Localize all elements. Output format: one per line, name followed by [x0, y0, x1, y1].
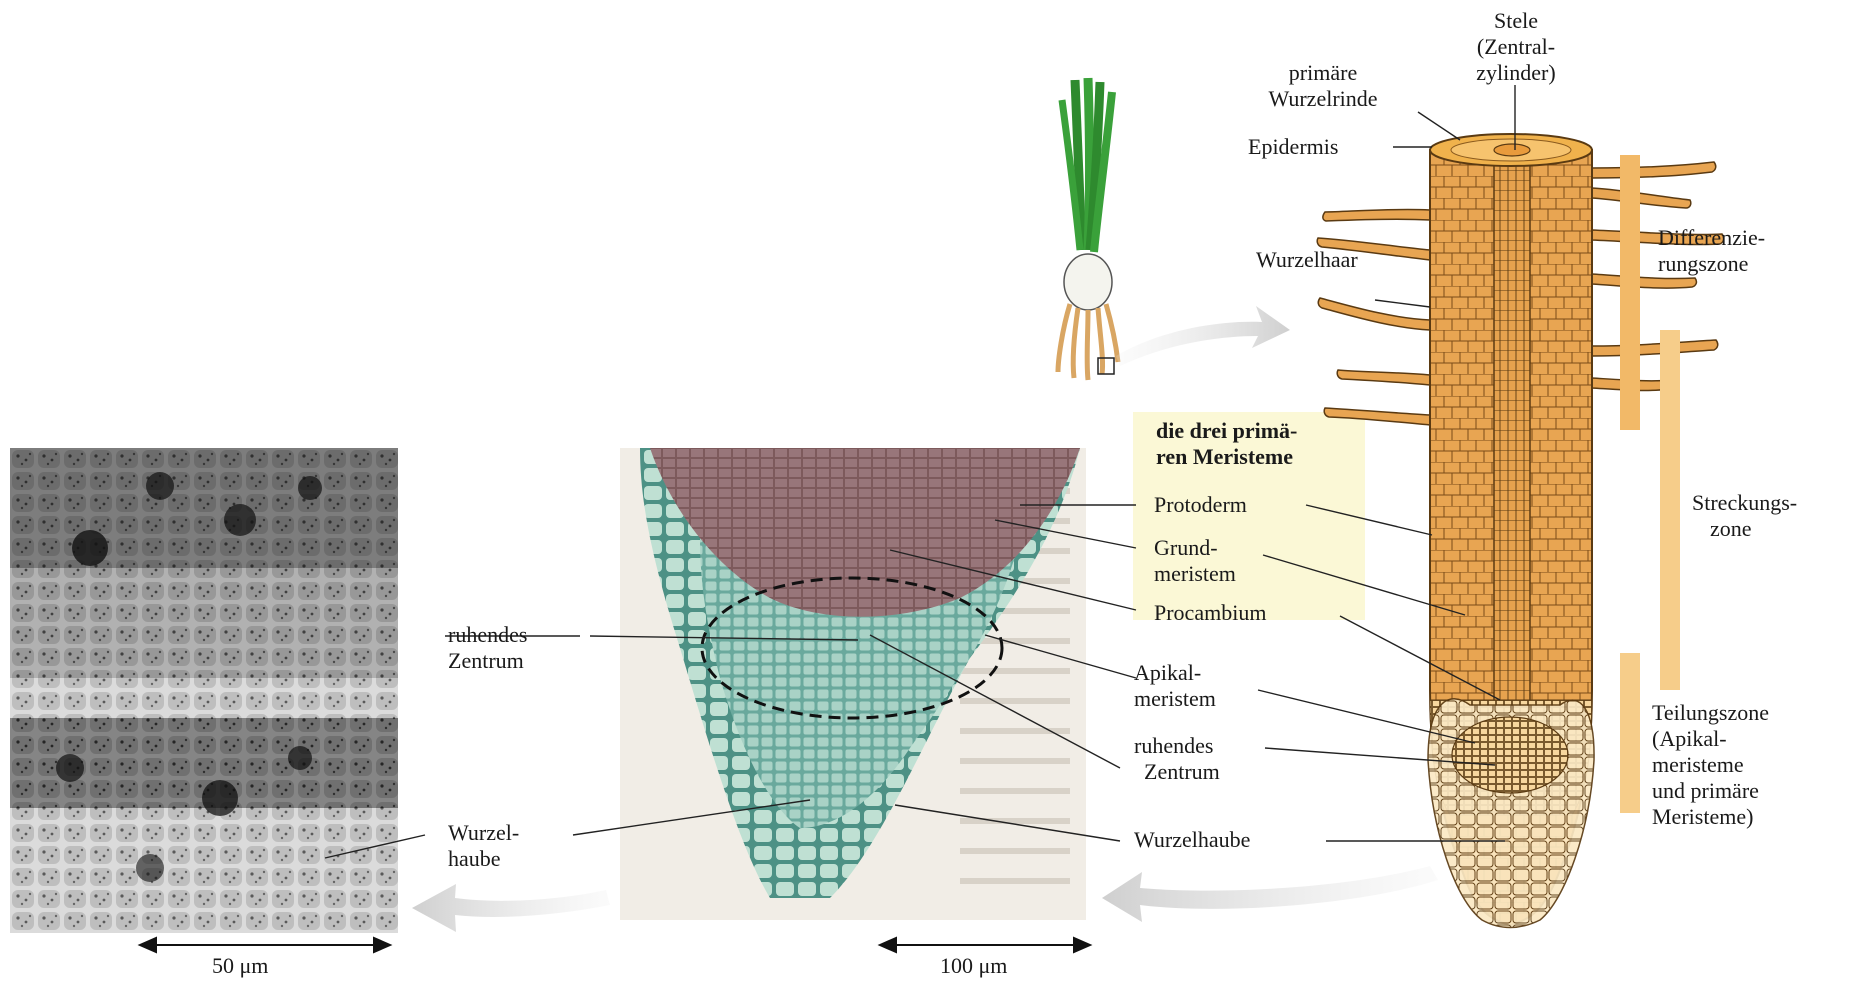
zone-bar-elongation: [1660, 330, 1680, 690]
label-teil-line3: meristeme: [1652, 752, 1769, 778]
label-ruhendes-mid-line2: Zentrum: [1134, 759, 1220, 785]
arrow-to-stained-micrograph: [1102, 866, 1438, 922]
label-ruhendes-left-line1: ruhendes: [448, 622, 527, 648]
label-stele-line2: (Zentral-: [1466, 34, 1566, 60]
label-stele: Stele (Zentral- zylinder): [1466, 8, 1566, 86]
label-wurzelhaar: Wurzelhaar: [1256, 247, 1358, 273]
leader-lines: [325, 85, 1515, 858]
scale-label-left: 50 μm: [212, 953, 268, 979]
label-apikal-line2: meristem: [1134, 686, 1216, 712]
label-ruhendes-zentrum-mid: ruhendes Zentrum: [1134, 733, 1220, 785]
label-protoderm: Protoderm: [1154, 492, 1247, 518]
label-apikal-line1: Apikal-: [1134, 660, 1216, 686]
label-diff-line1: Differenzie-: [1658, 225, 1765, 251]
onion-seedling-illustration: [1058, 78, 1118, 380]
label-meristeme-line2: ren Meristeme: [1156, 444, 1297, 470]
label-ruhendes-left-line2: Zentrum: [448, 648, 527, 674]
label-streckungszone: Streckungs- zone: [1692, 490, 1797, 542]
label-ruhendes-zentrum-left: ruhendes Zentrum: [448, 622, 527, 674]
label-ruhendes-mid-line1: ruhendes: [1134, 733, 1220, 759]
label-wurzelhaube-right: Wurzelhaube: [1134, 827, 1250, 853]
scale-label-middle: 100 μm: [940, 953, 1007, 979]
scale-bar-left: [140, 938, 390, 952]
label-streck-line1: Streckungs-: [1692, 490, 1797, 516]
zone-bar-division: [1620, 653, 1640, 813]
label-diff-line2: rungszone: [1658, 251, 1765, 277]
scale-bar-middle: [880, 938, 1090, 952]
label-meristeme-line1: die drei primä-: [1156, 418, 1297, 444]
label-teil-line5: Meristeme): [1652, 804, 1769, 830]
magnify-arrow-seedling: [1116, 306, 1290, 366]
label-teil-line1: Teilungszone: [1652, 700, 1769, 726]
zone-bar-differentiation: [1620, 155, 1640, 430]
label-teil-line4: und primäre: [1652, 778, 1769, 804]
label-epidermis: Epidermis: [1248, 134, 1338, 160]
label-grund-line2: meristem: [1154, 561, 1236, 587]
label-primaere-line1: primäre: [1238, 60, 1408, 86]
label-meristeme-heading: die drei primä- ren Meristeme: [1156, 418, 1297, 470]
label-procambium: Procambium: [1154, 600, 1266, 626]
label-stele-line3: zylinder): [1466, 60, 1566, 86]
arrow-to-grayscale-micrograph: [412, 884, 610, 932]
label-differenzierungszone: Differenzie- rungszone: [1658, 225, 1765, 277]
label-grundmeristem: Grund- meristem: [1154, 535, 1236, 587]
label-streck-line2: zone: [1692, 516, 1797, 542]
label-primaere-line2: Wurzelrinde: [1238, 86, 1408, 112]
label-grund-line1: Grund-: [1154, 535, 1236, 561]
label-wurzelhaube-left-line2: haube: [448, 846, 519, 872]
label-stele-line1: Stele: [1466, 8, 1566, 34]
label-teilungszone: Teilungszone (Apikal- meristeme und prim…: [1652, 700, 1769, 830]
label-primaere-wurzelrinde: primäre Wurzelrinde: [1238, 60, 1408, 112]
label-wurzelhaube-left: Wurzel- haube: [448, 820, 519, 872]
label-apikalmeristem: Apikal- meristem: [1134, 660, 1216, 712]
label-teil-line2: (Apikal-: [1652, 726, 1769, 752]
label-wurzelhaube-left-line1: Wurzel-: [448, 820, 519, 846]
